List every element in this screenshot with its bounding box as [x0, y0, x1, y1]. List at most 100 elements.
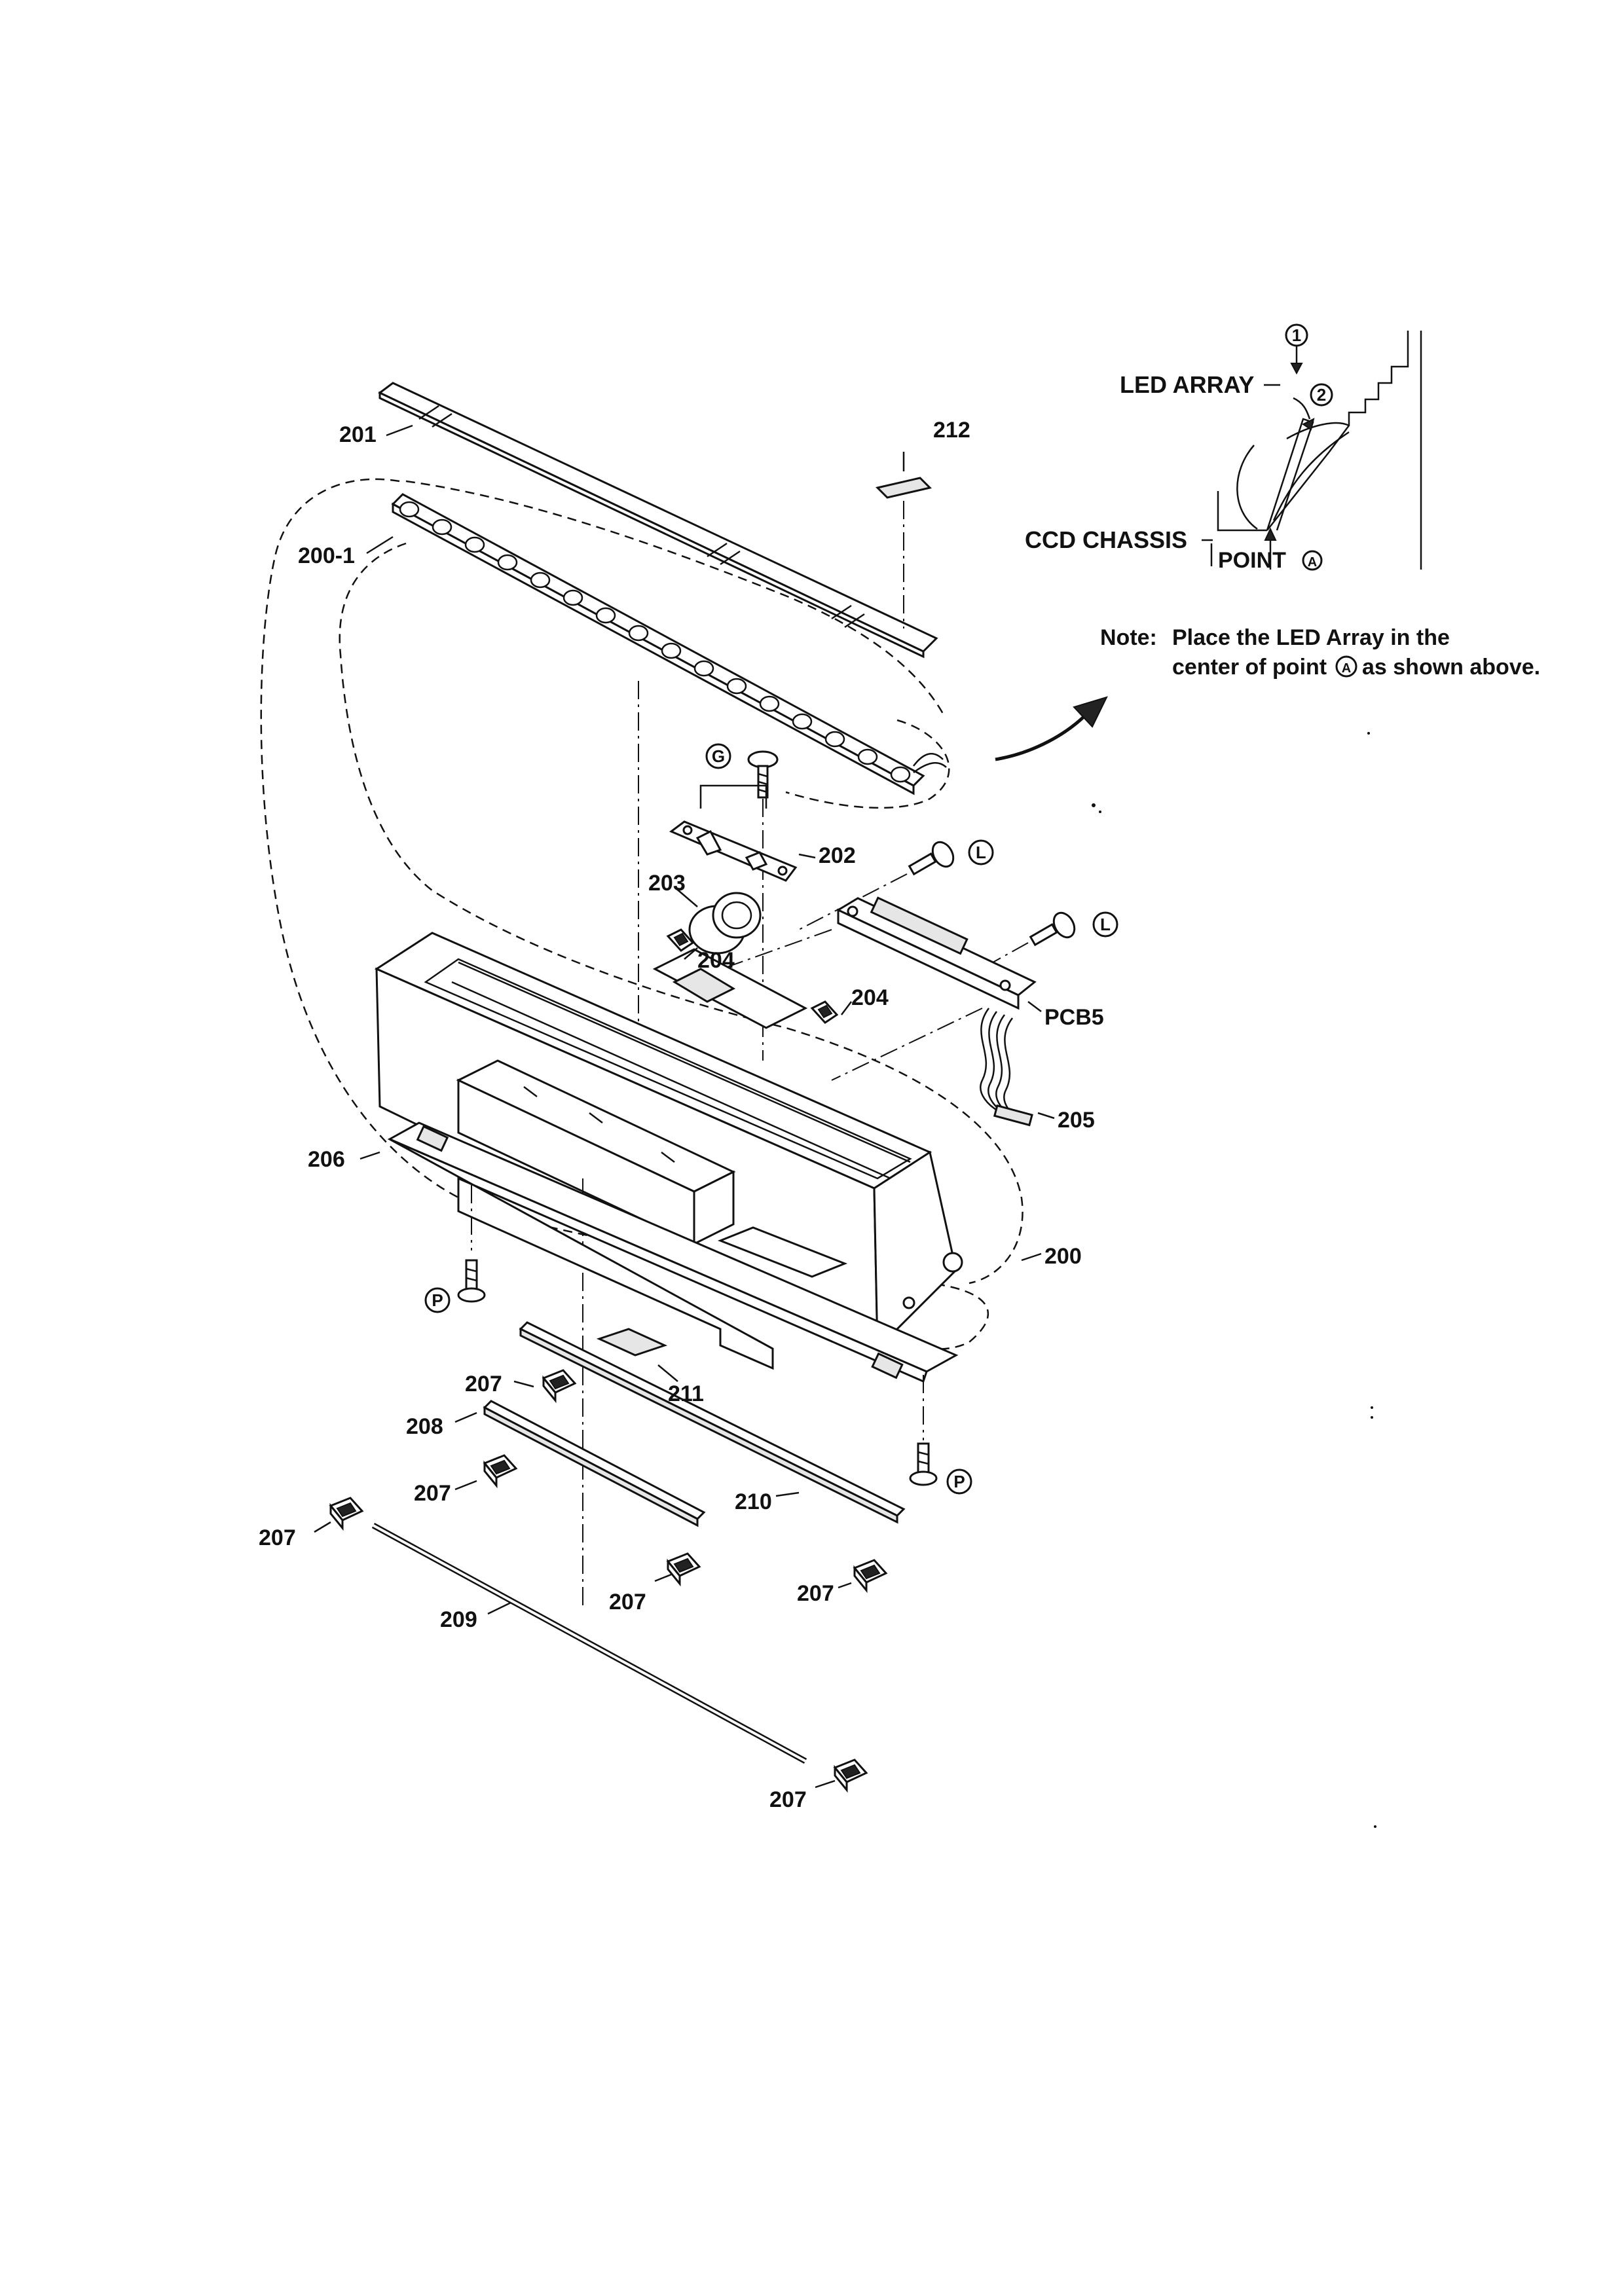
inset-pointer-arrowhead — [1073, 696, 1108, 728]
led-hole — [464, 536, 485, 553]
note-line-2-pre: center of point — [1172, 655, 1327, 680]
rail-208 — [483, 1400, 706, 1527]
callout-pcb5: PCB5 — [1044, 1005, 1104, 1030]
inset-point-label: POINT — [1218, 548, 1286, 573]
assembly-200-outline-inner — [339, 542, 1024, 1285]
callout-212: 212 — [933, 418, 970, 443]
svg-text:A: A — [1308, 555, 1317, 570]
screw-p-1 — [457, 1259, 486, 1303]
led-hole — [497, 554, 518, 571]
svg-text:L: L — [976, 843, 986, 862]
marker-l-1: L — [968, 839, 994, 866]
screw-p-2 — [909, 1442, 938, 1486]
callout-205: 205 — [1058, 1108, 1095, 1133]
callout-200: 200 — [1044, 1244, 1082, 1269]
led-hole — [661, 642, 682, 659]
led-hole — [563, 589, 583, 606]
harness-205 — [980, 1008, 1033, 1127]
marker-p-2: P — [946, 1468, 972, 1495]
marker-g: G — [705, 743, 731, 769]
pcb5-board — [836, 896, 1037, 1010]
speck — [1099, 811, 1101, 813]
note-title: Note: — [1100, 625, 1157, 650]
inset-led-array-label: LED ARRAY — [1120, 371, 1254, 398]
led-hole — [890, 766, 911, 783]
led-hole — [530, 572, 551, 589]
callout-207-e: 207 — [797, 1581, 834, 1606]
note-line-1: Place the LED Array in the — [1172, 625, 1450, 650]
clip-207 — [666, 1552, 701, 1587]
callout-204-a: 204 — [697, 948, 735, 973]
callout-207-c: 207 — [259, 1525, 296, 1550]
led-hole — [824, 731, 845, 748]
assembly-200-outline — [260, 478, 989, 1351]
led-array-outline-top — [405, 480, 944, 714]
speck — [1371, 1416, 1373, 1419]
chain-line-l1 — [798, 873, 908, 930]
callout-207-d: 207 — [609, 1590, 646, 1614]
screw-l-1 — [908, 841, 955, 876]
base-plate-206 — [387, 1121, 959, 1383]
speck — [1367, 732, 1370, 735]
led-array-200-1 — [391, 493, 947, 795]
callout-200-1: 200-1 — [298, 543, 355, 568]
inset-led-placement — [1210, 331, 1422, 570]
leader-lines — [314, 424, 1055, 1789]
svg-text:G: G — [712, 746, 725, 766]
callout-209: 209 — [440, 1607, 477, 1632]
svg-text:1: 1 — [1292, 325, 1301, 345]
inset-ccd-chassis-label: CCD CHASSIS — [1025, 526, 1187, 553]
clip-207 — [853, 1559, 888, 1594]
screw-g — [747, 750, 779, 799]
chain-line-pcb5-b — [831, 1008, 983, 1081]
callout-207-a: 207 — [465, 1372, 502, 1396]
callout-207-f: 207 — [769, 1787, 807, 1812]
note-block: Note: Place the LED Array in the center … — [1100, 625, 1540, 680]
callout-201: 201 — [339, 422, 377, 447]
label-sheet-212 — [876, 477, 932, 499]
led-hole — [595, 607, 616, 624]
clip-204-a — [666, 928, 695, 952]
rail-210 — [519, 1321, 906, 1524]
led-array-outline-right — [785, 719, 950, 809]
led-hole — [857, 748, 878, 765]
marker-p-1: P — [424, 1287, 451, 1313]
chain-line-pcb5 — [693, 929, 832, 979]
svg-text:2: 2 — [1317, 385, 1326, 405]
glass-plate-201 — [378, 382, 938, 659]
inset-pointer-arrow — [995, 712, 1088, 761]
led-hole — [432, 519, 452, 536]
clip-207 — [542, 1369, 577, 1404]
callout-202: 202 — [819, 843, 856, 868]
callout-203: 203 — [648, 871, 686, 896]
speck — [1092, 803, 1096, 807]
callout-208: 208 — [406, 1414, 443, 1439]
sheet-211 — [596, 1328, 668, 1357]
clip-207 — [483, 1454, 518, 1489]
note-line-2-post: as shown above. — [1362, 655, 1540, 680]
callout-204-b: 204 — [851, 985, 889, 1010]
roller-203 — [688, 892, 762, 955]
ccd-chassis-housing — [374, 932, 963, 1351]
callout-210: 210 — [735, 1489, 772, 1514]
led-hole — [628, 625, 649, 642]
callout-206: 206 — [308, 1147, 345, 1172]
clip-207 — [329, 1497, 364, 1531]
svg-text:P: P — [432, 1290, 443, 1310]
inset-step-2-marker: 2 — [1310, 383, 1333, 407]
callout-207-b: 207 — [414, 1481, 451, 1506]
marker-l-2: L — [1092, 911, 1118, 938]
led-hole — [792, 713, 813, 730]
inset-step-1-marker: 1 — [1285, 323, 1308, 347]
led-hole — [759, 695, 780, 712]
svg-text:P: P — [953, 1472, 965, 1491]
note-point-marker: A — [1342, 661, 1351, 676]
inset-point-marker: A — [1302, 550, 1323, 571]
clip-204-b — [810, 1000, 839, 1024]
rod-209 — [371, 1523, 807, 1764]
clip-207 — [833, 1758, 868, 1793]
bracket-202 — [669, 820, 798, 882]
speck — [1371, 1406, 1373, 1409]
